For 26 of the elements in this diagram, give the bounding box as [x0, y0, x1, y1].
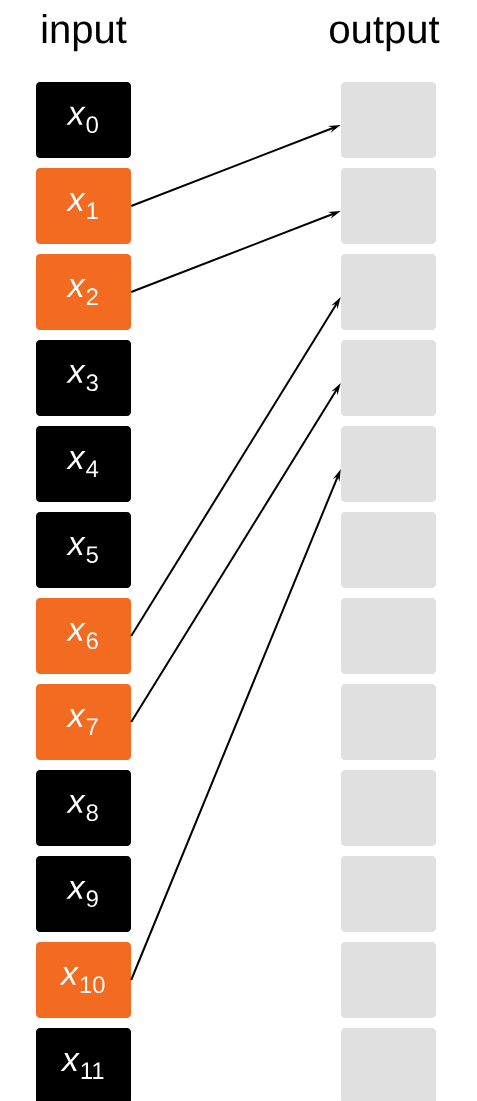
output-box	[341, 770, 436, 846]
input-box: x$_{8}$	[36, 770, 131, 846]
input-box: x$_{7}$	[36, 684, 131, 760]
output-box	[341, 1028, 436, 1101]
output-box	[341, 82, 436, 158]
input-box: x$_{4}$	[36, 426, 131, 502]
input-box: x$_{5}$	[36, 512, 131, 588]
column-heading: output	[330, 17, 440, 52]
output-box	[341, 426, 436, 502]
output-box	[341, 684, 436, 760]
input-box: x$_{0}$	[36, 82, 131, 158]
output-box	[341, 168, 436, 244]
output-box	[341, 340, 436, 416]
input-box: x$_{11}$	[36, 1028, 131, 1101]
output-box	[341, 254, 436, 330]
input-box: x$_{1}$	[36, 168, 131, 244]
column-heading: input	[42, 14, 127, 52]
input-box: x$_{6}$	[36, 598, 131, 674]
input-box: x$_{9}$	[36, 856, 131, 932]
output-box	[341, 856, 436, 932]
input-box: x$_{10}$	[36, 942, 131, 1018]
output-box	[341, 942, 436, 1018]
input-box: x$_{2}$	[36, 254, 131, 330]
output-box	[341, 512, 436, 588]
input-box: x$_{3}$	[36, 340, 131, 416]
output-box	[341, 598, 436, 674]
